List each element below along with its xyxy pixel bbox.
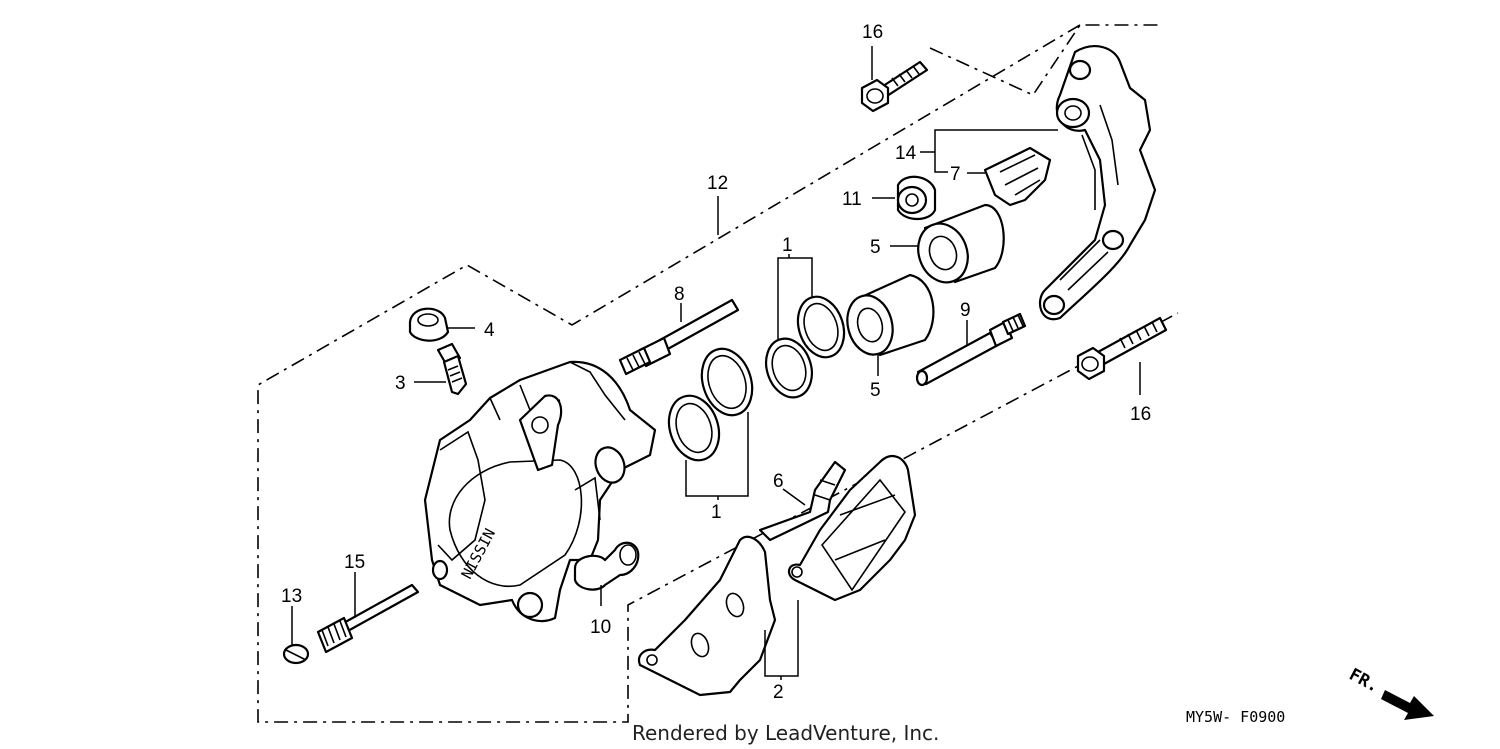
callout-16-upper: 16	[862, 22, 883, 43]
slide-pin-8[interactable]	[618, 298, 740, 376]
callout-7: 7	[950, 164, 961, 185]
bracket-boundary	[929, 24, 1160, 97]
brake-pad-inner[interactable]	[637, 535, 777, 697]
callout-2: 2	[773, 682, 784, 703]
callout-9: 9	[960, 300, 971, 321]
callout-11: 11	[842, 189, 862, 210]
caliper-bracket-14[interactable]	[1038, 45, 1157, 321]
piston-seal-1-upper[interactable]	[759, 291, 852, 404]
callout-12: 12	[707, 173, 728, 194]
callout-10: 10	[590, 617, 611, 638]
pin-plug-13[interactable]	[282, 643, 310, 665]
pad-spring-6[interactable]	[758, 460, 847, 542]
bolt-16-lower[interactable]	[1076, 316, 1168, 381]
bleed-valve-3[interactable]	[436, 342, 468, 396]
callout-5-upper: 5	[870, 237, 881, 258]
bolt-16-upper[interactable]	[860, 60, 929, 113]
assembly-boundary	[257, 24, 1179, 723]
pad-pin-plug-10[interactable]	[573, 541, 640, 591]
pad-spring-7[interactable]	[983, 146, 1052, 207]
pin-boot-11[interactable]	[896, 175, 937, 221]
slide-pin-9[interactable]	[915, 312, 1027, 387]
callout-8: 8	[674, 284, 685, 305]
callout-14: 14	[895, 143, 917, 164]
front-arrow-icon	[1381, 690, 1434, 720]
callout-3: 3	[395, 373, 406, 394]
callout-5-lower: 5	[870, 380, 881, 401]
diagram-code: MY5W- F0900	[1186, 708, 1285, 726]
brake-pad-outer[interactable]	[787, 454, 917, 602]
callout-6: 6	[773, 471, 784, 492]
callout-4: 4	[484, 320, 495, 341]
callout-13: 13	[281, 586, 302, 607]
callout-1-upper: 1	[782, 235, 793, 256]
callout-1-lower: 1	[711, 502, 722, 523]
piston-seal-1-lower[interactable]	[661, 342, 760, 467]
piston-5-upper[interactable]	[910, 203, 1005, 289]
callout-15: 15	[344, 552, 365, 573]
credit-text: Rendered by LeadVenture, Inc.	[632, 721, 939, 745]
pad-pin-15[interactable]	[316, 583, 420, 654]
front-label: FR.	[1346, 665, 1383, 697]
bleeder-cap-4[interactable]	[408, 307, 450, 342]
front-direction-indicator: FR.	[1346, 665, 1434, 720]
piston-5-lower[interactable]	[841, 273, 935, 360]
callout-16-lower: 16	[1130, 404, 1151, 425]
caliper-body[interactable]: NISSIN	[423, 360, 657, 623]
